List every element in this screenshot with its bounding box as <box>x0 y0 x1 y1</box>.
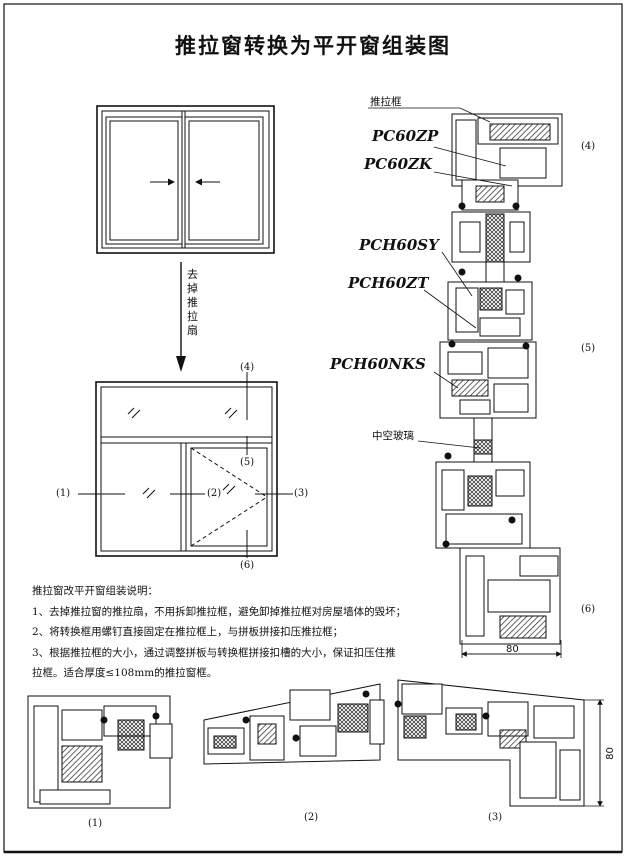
callout-5: (5) <box>240 457 255 468</box>
assembly-notes: 推拉窗改平开窗组装说明： 1、去掉推拉窗的推拉扇，不用拆卸推拉框，避免卸掉推拉框… <box>32 581 447 684</box>
section-dimension: 80 <box>506 644 519 655</box>
callout-3: (3) <box>294 488 309 499</box>
profile-pch60zt: PCH60ZT <box>348 274 429 292</box>
section-leaders <box>368 107 562 658</box>
bottom-caption-3: (3) <box>488 812 503 823</box>
vertical-section <box>435 113 563 645</box>
callout-1: (1) <box>56 488 71 499</box>
callout-2: (2) <box>207 488 222 499</box>
profile-pch60sy: PCH60SY <box>359 236 439 254</box>
notes-heading: 推拉窗改平开窗组装说明： <box>32 585 158 597</box>
section-callout-4: (4) <box>581 141 596 152</box>
section-callout-6: (6) <box>581 604 596 615</box>
profile-pc60zp: PC60ZP <box>372 127 439 145</box>
horizontal-section-1 <box>27 695 173 809</box>
sliding-window-elevation <box>96 105 275 254</box>
bottom-caption-2: (2) <box>304 812 319 823</box>
horizontal-section-2 <box>203 683 385 765</box>
bottom-dimension <box>584 699 604 807</box>
notes-line: 2、将转换框用螺钉直接固定在推拉框上，与拼板拼接扣压推拉框； <box>32 626 344 638</box>
label-hollow-glass: 中空玻璃 <box>372 430 414 442</box>
profile-pch60nks: PCH60NKS <box>330 355 426 373</box>
bottom-caption-1: (1) <box>88 818 103 829</box>
profile-pc60zk: PC60ZK <box>364 155 433 173</box>
horizontal-section-3 <box>394 679 585 807</box>
notes-line: 拉框。适合厚度≤108mm的推拉窗框。 <box>32 667 218 679</box>
bottom-dimension-label: 80 <box>604 747 616 760</box>
callout-4: (4) <box>240 362 255 373</box>
casement-window-elevation <box>78 372 293 558</box>
notes-line: 3、根据推拉框的大小，通过调整拼板与转换框拼接扣槽的大小，保证扣压住推 <box>32 646 396 659</box>
label-sliding-frame: 推拉框 <box>370 96 402 108</box>
section-callout-5: (5) <box>581 343 596 354</box>
notes-line: 1、去掉推拉窗的推拉扇，不用拆卸推拉框，避免卸掉推拉框对房屋墙体的毁坏； <box>32 605 407 618</box>
callout-6: (6) <box>240 560 255 571</box>
page-title: 推拉窗转换为平开窗组装图 <box>175 34 451 58</box>
step-text: 去掉推拉扇 <box>187 268 198 337</box>
